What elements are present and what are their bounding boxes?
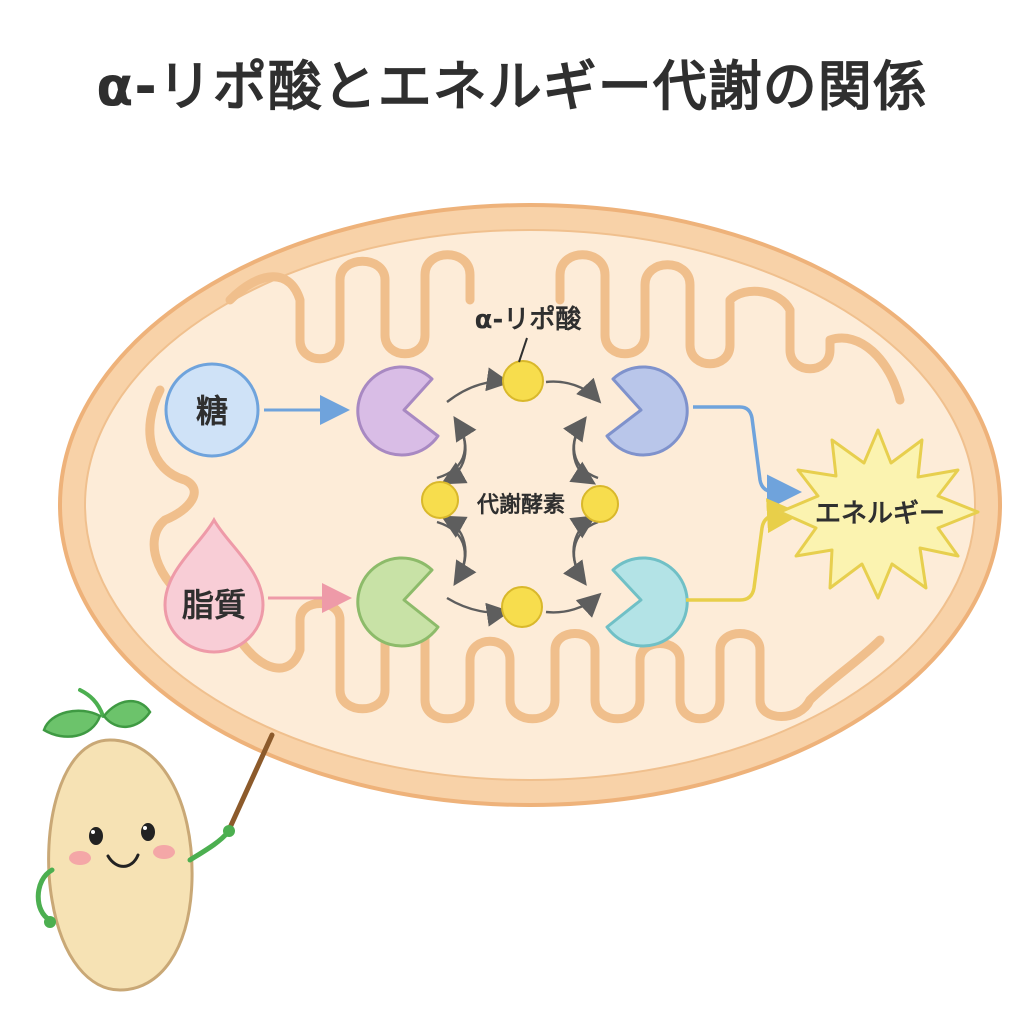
lipoic-acid-pointer xyxy=(518,337,528,363)
eye-right xyxy=(141,823,155,841)
cofactor-dot-top xyxy=(502,360,544,402)
lipid-label: 脂質 xyxy=(182,586,246,624)
cheek-left xyxy=(69,851,91,865)
smile xyxy=(106,853,140,868)
energy-burst xyxy=(778,428,980,600)
energy-label: エネルギー xyxy=(815,499,945,529)
enzyme-purple xyxy=(356,365,440,457)
lipid-drop xyxy=(163,516,265,654)
enzyme-blue xyxy=(605,365,689,457)
mascot-character xyxy=(35,688,275,992)
enzyme-green xyxy=(356,556,440,648)
sugar-circle xyxy=(164,362,260,458)
cheek-right xyxy=(153,845,175,859)
page-title: α-リポ酸とエネルギー代謝の関係 xyxy=(96,55,928,118)
cycle-arrows xyxy=(436,367,602,627)
sprout-leaf-left xyxy=(42,709,102,738)
eye-left xyxy=(89,827,103,845)
cofactor-dot-right xyxy=(581,485,619,523)
pointer-stick xyxy=(225,732,275,835)
inner-space xyxy=(84,229,976,781)
lipoic-acid-label: α-リポ酸 xyxy=(475,304,583,335)
energy-arrow-blue xyxy=(693,405,802,510)
energy-arrow-yellow xyxy=(686,498,802,602)
sugar-label: 糖 xyxy=(196,392,228,430)
cofactor-dot-bottom xyxy=(501,586,543,628)
sprout-leaf-right xyxy=(102,700,152,728)
enzyme-cyan xyxy=(605,556,689,648)
cofactor-dot-left xyxy=(421,481,459,519)
enzymes-label: 代謝酵素 xyxy=(476,492,565,518)
cristae-membrane xyxy=(145,250,905,724)
